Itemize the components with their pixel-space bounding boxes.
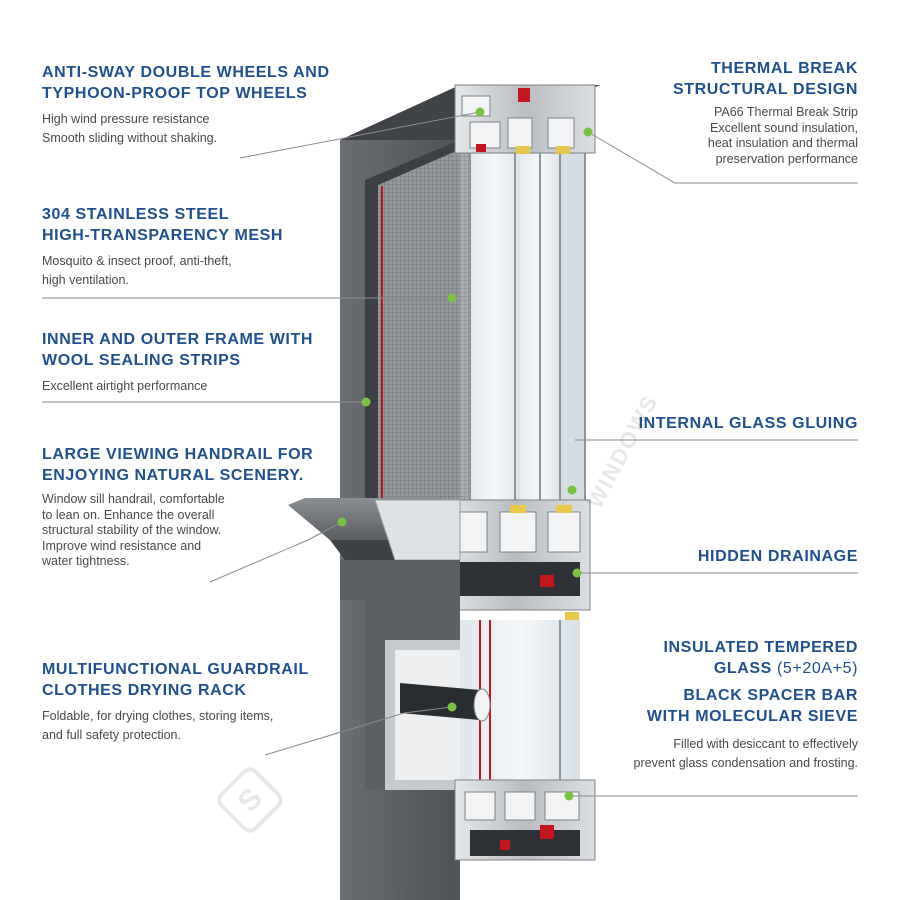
callout-mesh: 304 STAINLESS STEEL HIGH-TRANSPARENCY ME… — [42, 204, 283, 290]
callout-title: 304 STAINLESS STEEL HIGH-TRANSPARENCY ME… — [42, 206, 284, 244]
callout-title: ANTI-SWAY DOUBLE WHEELS AND TYPHOON-PROO… — [42, 64, 330, 102]
callout-thermal: THERMAL BREAK STRUCTURAL DESIGN PA66 The… — [673, 58, 858, 167]
callout-drainage: HIDDEN DRAINAGE — [698, 546, 858, 567]
callout-title: LARGE VIEWING HANDRAIL FOR ENJOYING NATU… — [42, 446, 314, 484]
callout-anti-sway: ANTI-SWAY DOUBLE WHEELS AND TYPHOON-PROO… — [42, 62, 330, 148]
upper-sash — [365, 105, 586, 510]
lower-sash — [365, 600, 580, 800]
callout-description: Excellent airtight performance — [42, 379, 208, 393]
callout-description: PA66 Thermal Break Strip Excellent sound… — [707, 105, 858, 166]
marker-gluing — [567, 485, 577, 495]
callout-sealing: INNER AND OUTER FRAME WITH WOOL SEALING … — [42, 329, 313, 396]
markers — [337, 107, 593, 801]
leader-line-guardrail — [264, 706, 453, 756]
callout-title: INNER AND OUTER FRAME WITH WOOL SEALING … — [42, 331, 313, 369]
leader-lines — [42, 111, 858, 797]
callout-title: MULTIFUNCTIONAL GUARDRAIL CLOTHES DRYING… — [42, 661, 309, 699]
marker-handrail — [337, 517, 347, 527]
callout-description: Filled with desiccant to effectively pre… — [633, 737, 858, 770]
callout-gluing: INTERNAL GLASS GLUING — [639, 413, 858, 434]
marker-sealing — [361, 397, 371, 407]
callout-title: THERMAL BREAK STRUCTURAL DESIGN — [672, 60, 858, 98]
callout-title: INTERNAL GLASS GLUING — [638, 415, 858, 432]
top-profile-section — [454, 84, 596, 154]
middle-profile-section — [439, 499, 591, 622]
marker-thermal — [583, 127, 593, 137]
marker-guardrail — [447, 702, 457, 712]
marker-glass — [564, 791, 574, 801]
callout-guardrail: MULTIFUNCTIONAL GUARDRAIL CLOTHES DRYING… — [42, 659, 309, 745]
callout-glass: INSULATED TEMPERED GLASS (5+20A+5) BLACK… — [634, 637, 858, 773]
callout-description: Foldable, for drying clothes, storing it… — [42, 709, 274, 742]
callout-description: Window sill handrail, comfortable to lea… — [42, 492, 225, 568]
svg-text:S: S — [232, 782, 269, 819]
callout-title-secondary: BLACK SPACER BAR WITH MOLECULAR SIEVE — [646, 687, 858, 725]
callout-title: HIDDEN DRAINAGE — [697, 548, 858, 565]
leader-line-anti-sway — [239, 111, 481, 159]
marker-drainage — [572, 568, 582, 578]
marker-mesh — [447, 293, 457, 303]
callout-title: INSULATED TEMPERED GLASS (5+20A+5) — [663, 639, 858, 677]
leader-line-handrail — [209, 521, 343, 583]
bottom-profile-section — [454, 779, 596, 861]
leader-line-thermal — [587, 131, 858, 184]
callout-description: Mosquito & insect proof, anti-theft, hig… — [42, 254, 232, 287]
watermark-text: WINDOWS — [582, 390, 663, 512]
handrail-sill — [288, 498, 461, 600]
marker-anti-sway — [475, 107, 485, 117]
callout-handrail: LARGE VIEWING HANDRAIL FOR ENJOYING NATU… — [42, 444, 313, 570]
callout-description: High wind pressure resistance Smooth sli… — [42, 112, 218, 145]
